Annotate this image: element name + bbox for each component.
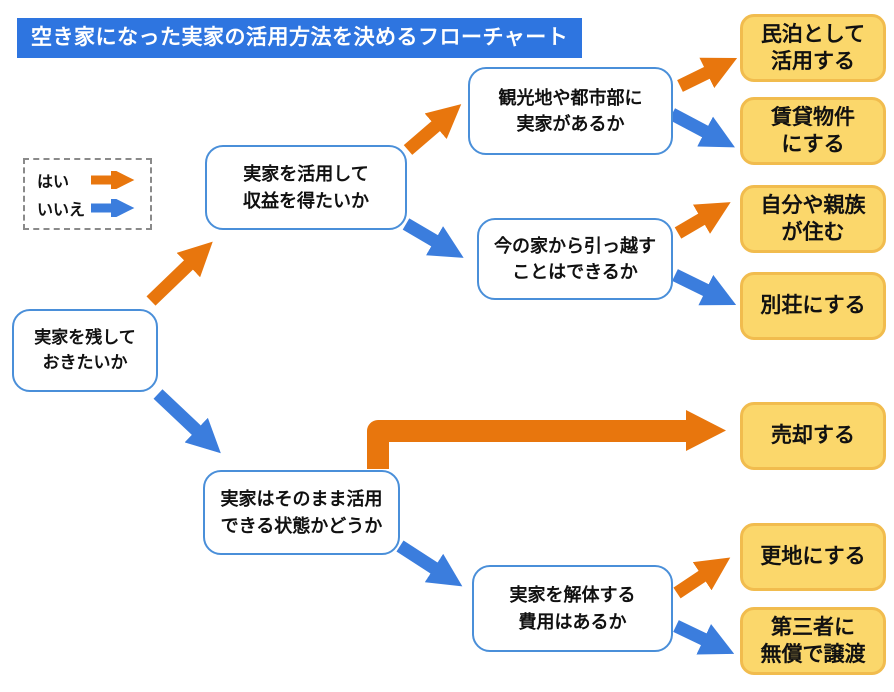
page-title: 空き家になった実家の活用方法を決めるフローチャート	[17, 18, 583, 58]
legend-yes-arrow-icon	[91, 170, 135, 189]
outcome-node-vacant-lot: 更地にする	[740, 523, 886, 591]
edge-move-villa-no-arrow	[672, 269, 737, 306]
outcome-node-donate: 第三者に 無償で譲渡	[740, 607, 886, 675]
edge-keep-profit-yes-arrow	[146, 241, 213, 306]
decision-node-demolish-cost: 実家を解体する 費用はあるか	[472, 565, 673, 652]
outcome-node-sell: 売却する	[740, 402, 886, 470]
outcome-node-villa: 別荘にする	[740, 272, 886, 340]
edge-demolish-donate-no-arrow	[673, 620, 735, 655]
decision-node-keep-home: 実家を残して おきたいか	[12, 309, 158, 392]
outcome-node-minpaku: 民泊として 活用する	[740, 14, 886, 82]
edge-demolish-lot-yes-arrow	[673, 557, 731, 599]
edge-location-minpaku-yes-arrow	[677, 57, 738, 92]
edge-profit-move-no-arrow	[402, 218, 464, 258]
legend: はい いいえ	[23, 158, 152, 230]
edge-usable-sell-yes-arrow	[367, 420, 692, 469]
edge-move-live-yes-arrow	[674, 202, 731, 239]
legend-row-yes: はい	[37, 168, 143, 192]
legend-no-label: いいえ	[37, 202, 86, 220]
edge-profit-location-yes-arrow	[403, 104, 462, 155]
decision-node-usable-as-is: 実家はそのまま活用 できる状態かどうか	[203, 470, 400, 555]
edge-keep-usable-no-arrow	[153, 389, 221, 454]
edge-usable-demolish-no-arrow	[396, 540, 463, 587]
outcome-node-rental: 賃貸物件 にする	[740, 97, 886, 165]
legend-yes-label: はい	[37, 173, 70, 191]
decision-node-earn-profit: 実家を活用して 収益を得たいか	[205, 145, 407, 230]
decision-node-tourist-urban: 観光地や都市部に 実家があるか	[468, 67, 673, 155]
edge-usable-sell-yes-arrowhead	[686, 410, 726, 451]
decision-node-can-move: 今の家から引っ越す ことはできるか	[477, 218, 673, 300]
legend-row-no: いいえ	[37, 196, 143, 220]
legend-no-arrow-icon	[91, 199, 135, 218]
edge-location-rental-no-arrow	[668, 108, 735, 148]
outcome-node-family-live: 自分や親族 が住む	[740, 185, 886, 253]
